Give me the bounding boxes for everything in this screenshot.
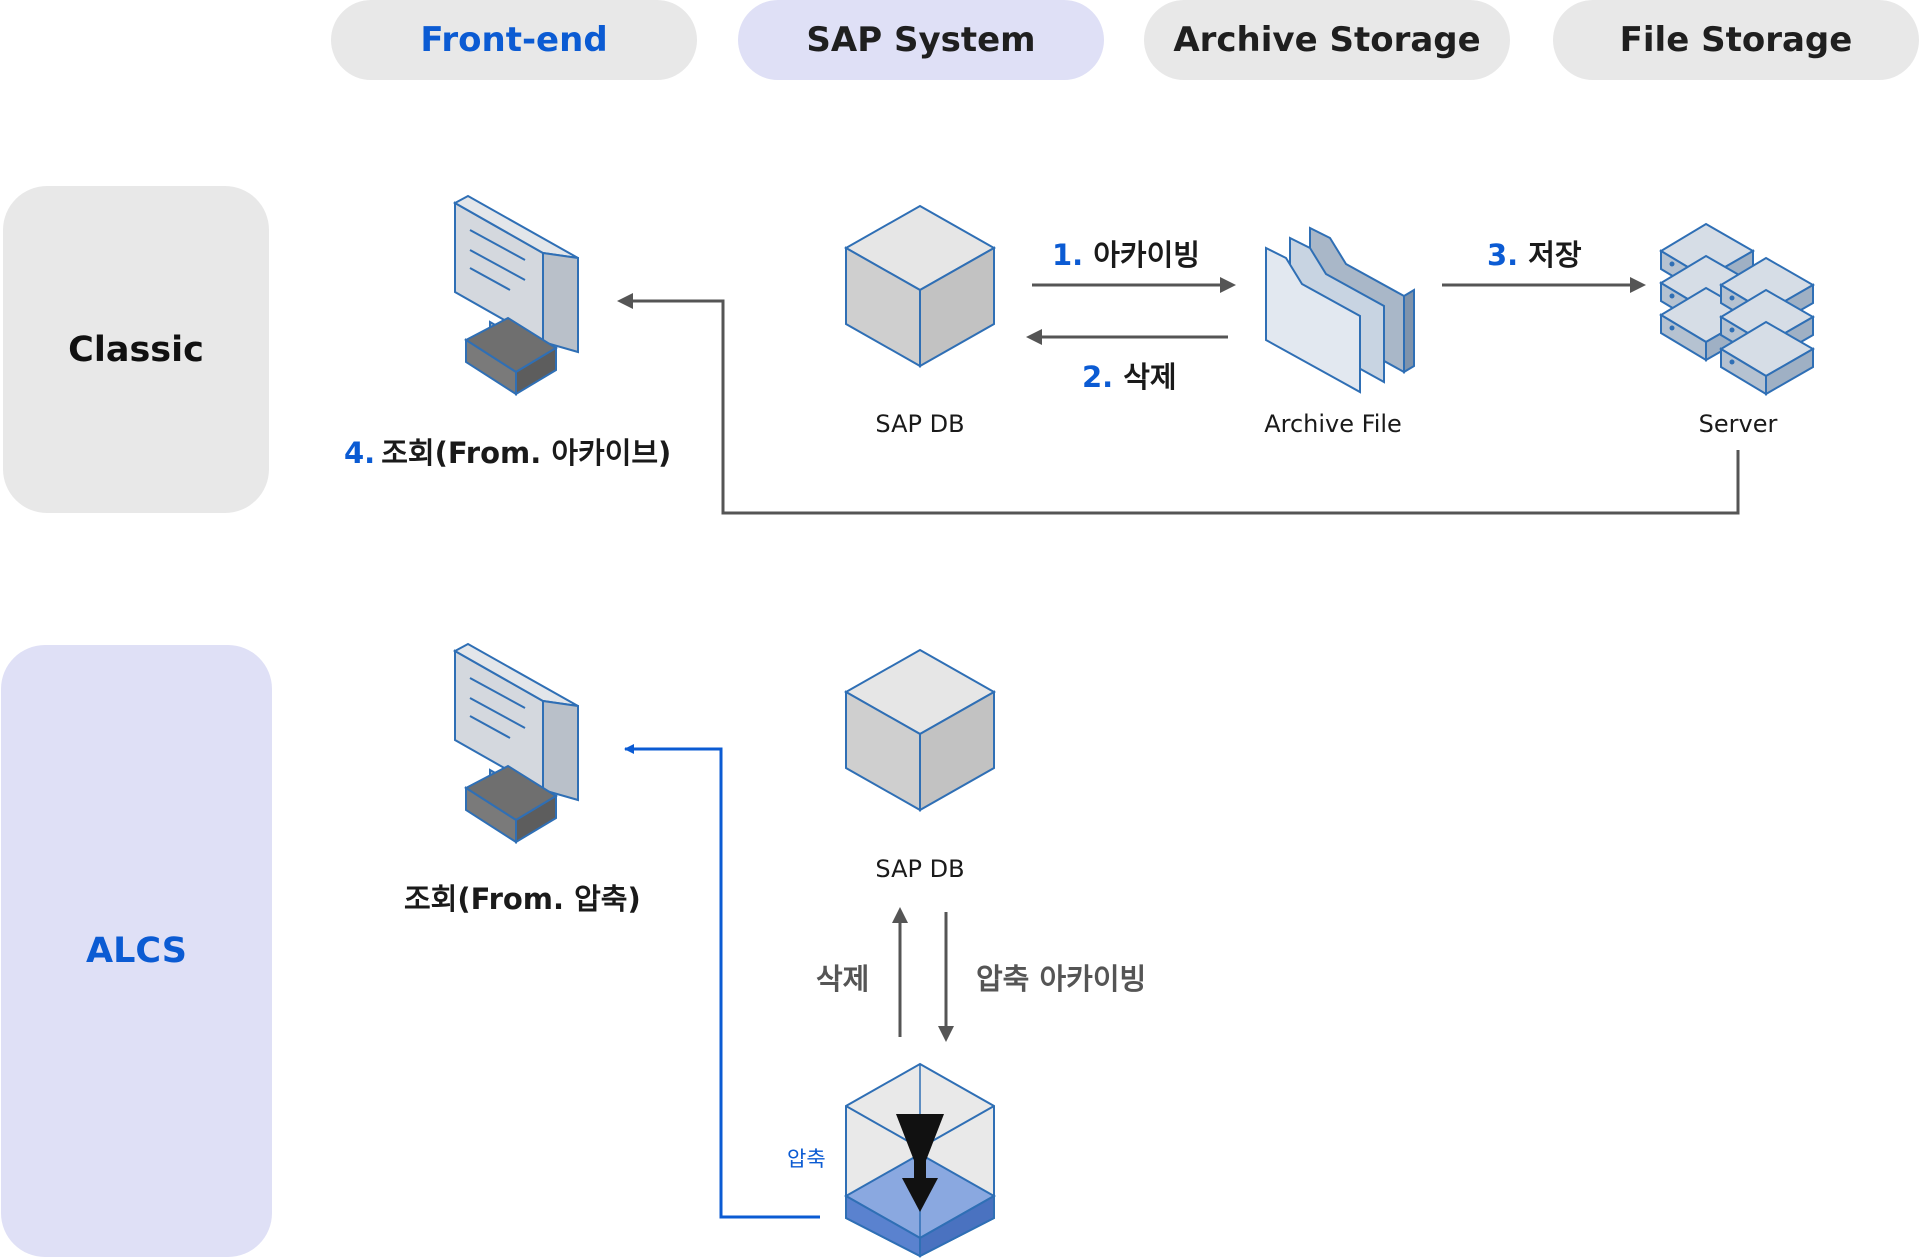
step-1-label: 1. 아카이빙 (1052, 232, 1200, 274)
row-label-classic-text: Classic (68, 329, 204, 370)
alcs-delete-label: 삭제 (816, 962, 870, 996)
step-1-number: 1. (1052, 238, 1084, 272)
column-header-sap-system: SAP System (738, 0, 1104, 80)
sap-db-label-alcs: SAP DB (875, 855, 965, 883)
monitor-icon-alcs (452, 642, 579, 844)
step-2-number: 2. (1082, 360, 1114, 394)
row-label-alcs-text: ALCS (86, 931, 187, 971)
column-header-frontend-label: Front-end (420, 20, 608, 60)
step-4-label: 4.조회(From. 아카이브) (344, 430, 671, 472)
column-header-file-storage: File Storage (1553, 0, 1919, 80)
arrow-server-to-frontend (617, 293, 1740, 515)
monitor-icon-classic (452, 194, 579, 396)
sap-db-label-classic: SAP DB (875, 410, 965, 438)
compression-cube-icon (843, 1062, 997, 1258)
step-2-text: 삭제 (1123, 360, 1177, 394)
step-4-text: 조회(From. 아카이브) (381, 436, 672, 470)
server-label: Server (1698, 410, 1778, 438)
column-header-file-storage-label: File Storage (1619, 20, 1853, 60)
alcs-compress-archive-label: 압축 아카이빙 (976, 962, 1147, 996)
column-header-archive-storage: Archive Storage (1144, 0, 1510, 80)
step-2-label: 2. 삭제 (1082, 354, 1177, 396)
row-label-classic: Classic (3, 186, 269, 513)
column-header-archive-storage-label: Archive Storage (1173, 20, 1481, 60)
step-3-label: 3. 저장 (1487, 232, 1582, 274)
step-1-text: 아카이빙 (1093, 238, 1200, 272)
row-label-alcs: ALCS (1, 645, 272, 1257)
arrow-compressed-to-frontend (624, 744, 820, 1219)
database-cube-icon-alcs (843, 648, 997, 812)
column-header-sap-system-label: SAP System (806, 20, 1036, 60)
column-header-frontend: Front-end (331, 0, 697, 80)
database-cube-icon-classic (843, 204, 997, 368)
alcs-query-label: 조회(From. 압축) (404, 882, 641, 916)
compress-label: 압축 (787, 1147, 826, 1171)
step-3-number: 3. (1487, 238, 1519, 272)
step-4-number: 4. (344, 436, 376, 470)
archive-file-icon (1265, 226, 1415, 394)
step-3-text: 저장 (1528, 238, 1582, 272)
server-icon (1659, 222, 1816, 396)
archive-file-label: Archive File (1264, 410, 1402, 438)
